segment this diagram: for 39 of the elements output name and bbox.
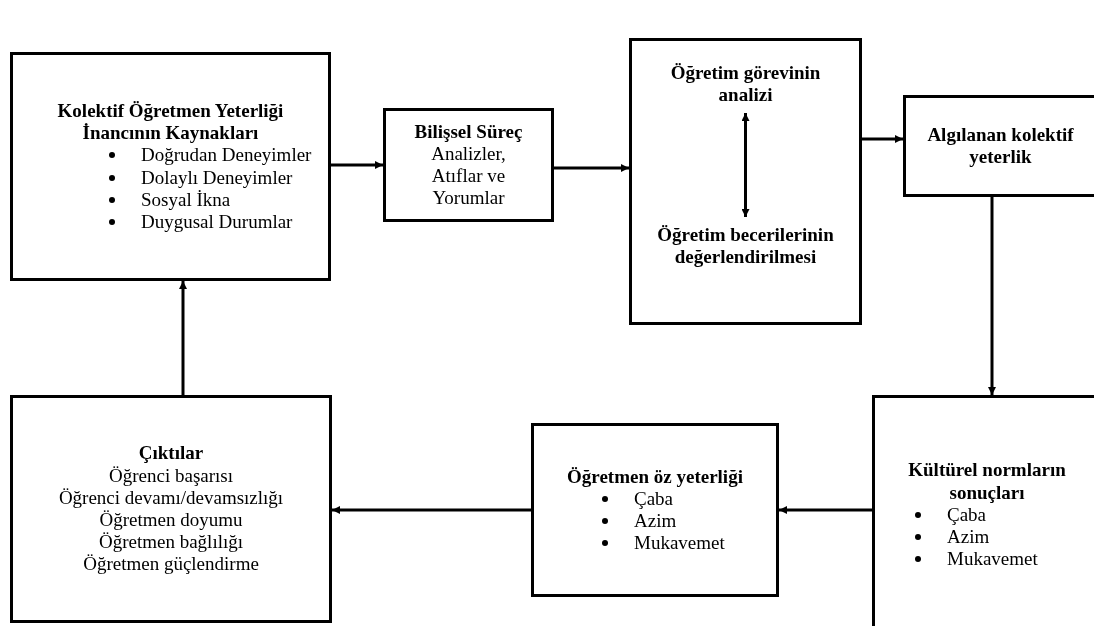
arrow <box>331 161 383 169</box>
box-heading: Algılanan kolektif yeterlik <box>926 123 1075 169</box>
box-heading: Kolektif Öğretmen Yeterliği İnancının Kaynakları <box>56 99 285 145</box>
list-item: Azim <box>947 526 990 549</box>
list-item: Sosyal İkna <box>141 188 231 211</box>
arrow <box>332 506 531 514</box>
outcome-box <box>531 423 779 597</box>
process-box <box>629 38 862 325</box>
arrow <box>862 135 903 143</box>
box-heading: Öğretim görevinin analizi <box>669 61 822 107</box>
box-heading: Bilişsel Süreç <box>414 120 523 143</box>
box-text: Öğretmen güçlendirme <box>83 553 259 576</box>
box-heading: Öğretim becerilerinin değerlendirilmesi <box>656 223 835 269</box>
list-item: Çaba <box>634 487 674 510</box>
list-item: Dolaylı Deneyimler <box>141 166 293 189</box>
box-text: Analizler, Atıflar ve Yorumlar <box>430 142 507 210</box>
process-box <box>383 108 554 222</box>
box-text: Öğrenci başarısı <box>109 464 233 487</box>
outcome-box <box>872 395 1094 626</box>
box-text: Öğretmen bağlılığı <box>98 531 244 554</box>
arrow <box>988 197 996 395</box>
box-heading: Öğretmen öz yeterliği <box>567 465 743 488</box>
list-item: Duygusal Durumlar <box>141 210 293 234</box>
arrow <box>179 281 187 395</box>
output-box <box>10 395 332 623</box>
arrow <box>779 506 872 514</box>
list-item: Mukavemet <box>634 532 725 555</box>
source-box <box>10 52 331 281</box>
arrow <box>554 164 629 172</box>
result-box <box>903 95 1094 197</box>
double-arrow <box>741 113 750 217</box>
box-heading: Kültürel normların sonuçları <box>907 459 1067 504</box>
list-item: Mukavemet <box>947 548 1038 571</box>
box-text: Öğrenci devamı/devamsızlığı <box>58 486 284 509</box>
list-item: Doğrudan Deneyimler <box>141 144 312 167</box>
list-item: Çaba <box>947 503 987 527</box>
box-text: Öğretmen doyumu <box>99 509 243 532</box>
box-heading: Çıktılar <box>138 442 204 465</box>
list-item: Azim <box>634 510 677 533</box>
